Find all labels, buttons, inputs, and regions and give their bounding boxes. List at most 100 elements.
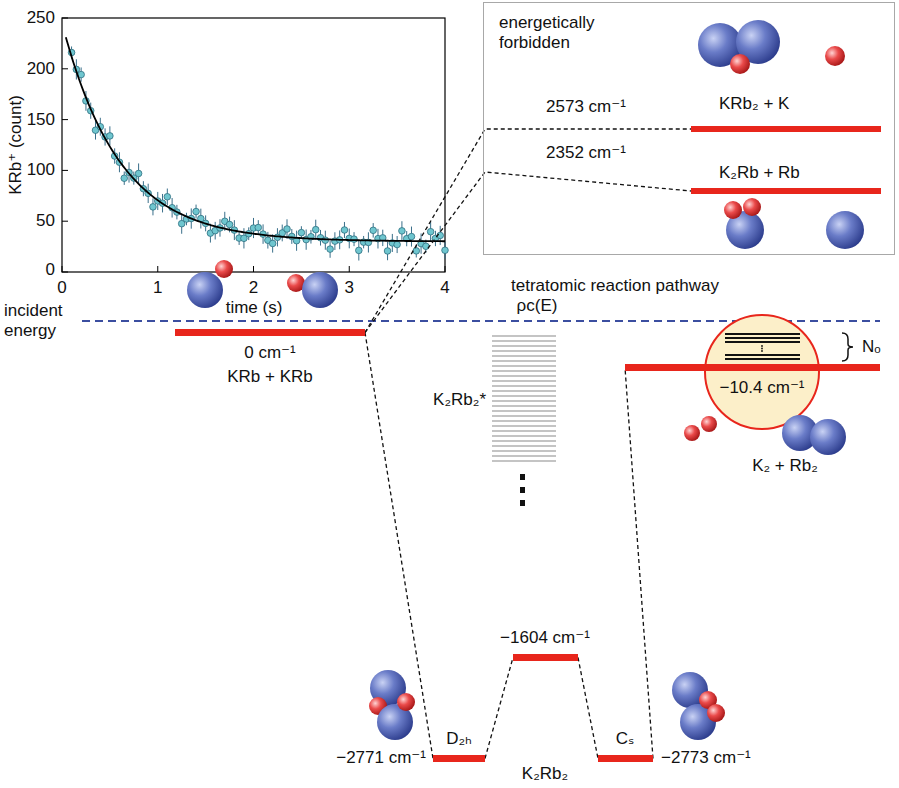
complex-label: K₂Rb₂ bbox=[522, 764, 568, 784]
energy-level: −10.4 cm⁻¹K₂ + Rb₂ bbox=[625, 364, 880, 371]
state-stack bbox=[492, 334, 556, 466]
y-tick bbox=[62, 119, 68, 120]
axis-title: KRb⁺ (count) bbox=[6, 95, 26, 195]
energy-level: 2352 cm⁻¹K₂Rb + Rb bbox=[691, 188, 881, 194]
complex-label: K₂Rb₂* bbox=[433, 390, 486, 410]
species-label: K₂ + Rb₂ bbox=[752, 456, 818, 476]
incident-energy-label: incident energy bbox=[4, 301, 80, 340]
data-point bbox=[327, 246, 334, 253]
dashed-connector bbox=[365, 333, 433, 759]
data-point bbox=[164, 193, 171, 200]
tick-label: 250 bbox=[27, 8, 55, 28]
forbidden-panel: 2573 cm⁻¹KRb₂ + K2352 cm⁻¹K₂Rb + Rbenerg… bbox=[483, 2, 895, 255]
k2rb-rb-molecules bbox=[724, 198, 864, 249]
data-point bbox=[442, 247, 449, 254]
dashed-connector bbox=[365, 129, 691, 333]
energy-value: 0 cm⁻¹ bbox=[244, 343, 295, 363]
energy-value: 2352 cm⁻¹ bbox=[546, 143, 626, 163]
x-tick bbox=[349, 266, 350, 272]
y-tick bbox=[62, 272, 68, 273]
energy-level: D₂ₕ−2771 cm⁻¹ bbox=[433, 755, 485, 762]
tick-label: 0 bbox=[57, 278, 66, 298]
x-tick bbox=[445, 266, 446, 272]
species-label: KRb + KRb bbox=[227, 367, 313, 387]
tick-label: 4 bbox=[440, 278, 449, 298]
energy-value: −2771 cm⁻¹ bbox=[336, 748, 426, 768]
data-point bbox=[255, 224, 262, 231]
data-point bbox=[269, 240, 276, 247]
pathway-title: tetratomic reaction pathway bbox=[511, 276, 719, 296]
count-bracket bbox=[842, 333, 853, 361]
symmetry-label: Cₛ bbox=[616, 729, 635, 749]
tick-label: 0 bbox=[46, 260, 55, 280]
symmetry-label: D₂ₕ bbox=[446, 729, 472, 749]
species-label: K₂Rb + Rb bbox=[719, 163, 800, 183]
plot-frame bbox=[62, 18, 445, 272]
data-point bbox=[370, 227, 377, 234]
data-point bbox=[399, 228, 406, 235]
tick-label: 2 bbox=[249, 278, 258, 298]
data-point bbox=[298, 229, 305, 236]
tick-label: 150 bbox=[27, 110, 55, 130]
energy-value: −2773 cm⁻¹ bbox=[661, 748, 751, 768]
d2h-molecule bbox=[369, 670, 415, 740]
x-tick bbox=[157, 266, 158, 272]
data-point bbox=[413, 248, 420, 255]
data-point bbox=[356, 247, 363, 254]
krb2-k-molecules bbox=[698, 20, 845, 74]
dashed-connector bbox=[365, 172, 691, 333]
product-state-dots bbox=[761, 345, 763, 352]
product-state-lines bbox=[725, 334, 800, 359]
data-point bbox=[341, 227, 348, 234]
k2-rb2-molecules bbox=[684, 415, 846, 455]
decay-plot bbox=[62, 18, 448, 272]
data-point bbox=[384, 248, 391, 255]
energy-value: −10.4 cm⁻¹ bbox=[719, 378, 804, 398]
data-point bbox=[226, 221, 233, 228]
energy-value: 2573 cm⁻¹ bbox=[546, 97, 626, 117]
ellipsis-dots bbox=[520, 474, 525, 506]
data-points bbox=[68, 46, 448, 260]
tick-label: 1 bbox=[153, 278, 162, 298]
data-point bbox=[394, 241, 401, 248]
y-tick bbox=[62, 68, 68, 69]
data-point bbox=[107, 133, 114, 140]
dashed-connector bbox=[625, 368, 653, 759]
state-count-label: Nₒ bbox=[862, 337, 881, 357]
fit-curve bbox=[66, 37, 445, 241]
data-point bbox=[312, 226, 319, 233]
energy-value: −1604 cm⁻¹ bbox=[500, 628, 590, 648]
cs-molecule bbox=[672, 672, 725, 740]
data-point bbox=[351, 236, 358, 243]
data-point bbox=[284, 226, 291, 233]
x-tick bbox=[62, 266, 63, 272]
tick-label: 200 bbox=[27, 59, 55, 79]
data-point bbox=[427, 228, 434, 235]
data-point bbox=[121, 175, 128, 182]
dashed-connector bbox=[578, 658, 598, 759]
density-of-states: ρc(E)K₂Rb₂* bbox=[492, 334, 556, 466]
y-tick bbox=[62, 170, 68, 171]
data-point bbox=[408, 233, 415, 240]
dashed-connector bbox=[485, 658, 513, 759]
axis-title: time (s) bbox=[226, 298, 283, 318]
tick-label: 50 bbox=[36, 211, 55, 231]
data-point bbox=[135, 170, 142, 177]
x-tick bbox=[253, 266, 254, 272]
density-label: ρc(E) bbox=[517, 296, 558, 316]
energy-level: Cₛ−2773 cm⁻¹ bbox=[598, 755, 653, 762]
product-states-circle bbox=[705, 315, 819, 429]
panel-heading: energetically forbidden bbox=[499, 13, 649, 52]
data-point bbox=[150, 204, 157, 211]
y-tick bbox=[62, 18, 68, 19]
energy-level: −1604 cm⁻¹ bbox=[513, 654, 578, 661]
energy-level: 0 cm⁻¹KRb + KRb bbox=[175, 329, 365, 336]
tick-label: 3 bbox=[345, 278, 354, 298]
species-label: KRb₂ + K bbox=[719, 94, 789, 114]
data-point bbox=[193, 208, 200, 215]
tick-label: 100 bbox=[27, 160, 55, 180]
energy-level: 2573 cm⁻¹KRb₂ + K bbox=[691, 126, 881, 132]
y-tick bbox=[62, 221, 68, 222]
